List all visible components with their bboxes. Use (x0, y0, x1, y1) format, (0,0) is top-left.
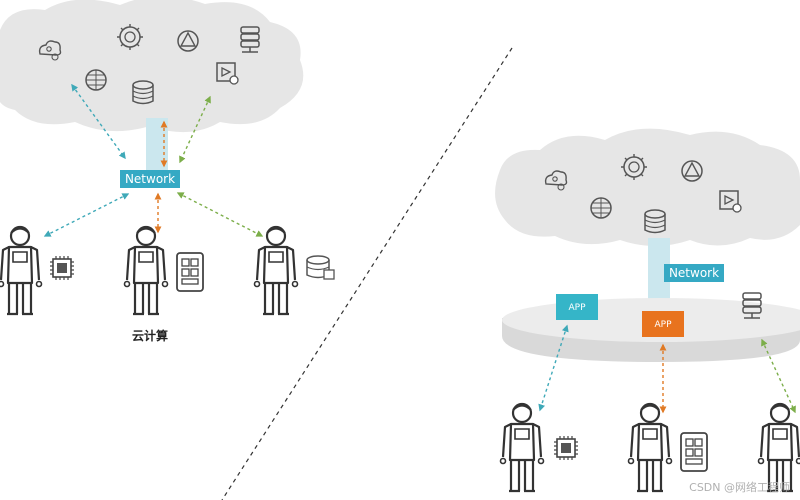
user-person-icon (253, 225, 299, 316)
chip-icon (553, 435, 579, 461)
app-label-left: APP (568, 303, 586, 313)
globe-icon (85, 69, 107, 91)
left-caption: 云计算 (132, 328, 168, 343)
user-person-icon (627, 402, 673, 493)
user-person-icon (757, 402, 800, 493)
app-box-left (556, 294, 598, 320)
app-label-center: APP (654, 320, 672, 330)
link-network-to-user1 (43, 193, 130, 237)
user-person-icon (0, 225, 43, 316)
watermark: CSDN @网络工程师 (689, 481, 790, 494)
user-person-icon (499, 402, 545, 493)
tablet-icon (176, 252, 204, 292)
left-network-box (120, 170, 180, 188)
user-person-icon (123, 225, 169, 316)
database-box-icon (306, 255, 335, 280)
right-diagram: Network APP APP (495, 128, 800, 493)
left-network-label: Network (125, 172, 175, 186)
tablet-icon (680, 432, 708, 472)
link-server-to-user3 (761, 338, 796, 414)
chip-icon (49, 255, 75, 281)
right-network-box (664, 264, 724, 282)
link-app-to-user1 (538, 324, 569, 412)
globe-icon (590, 197, 612, 219)
diagonal-divider (221, 47, 513, 500)
left-cloud (0, 0, 304, 133)
link-network-to-user3 (176, 192, 264, 237)
right-network-label: Network (669, 266, 719, 280)
left-diagram: Network 云计算 (0, 0, 335, 343)
right-cloud (495, 128, 800, 246)
right-network-pillar (648, 238, 670, 310)
app-box-center (642, 311, 684, 337)
